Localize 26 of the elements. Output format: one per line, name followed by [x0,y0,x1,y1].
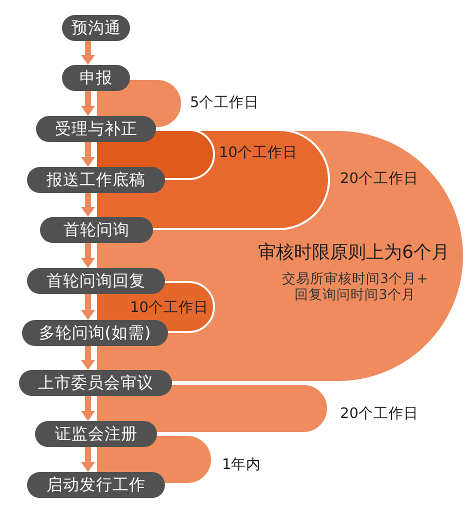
duration-label: 20个工作日 [340,406,418,424]
process-step: 申报 [62,65,130,91]
arrow [81,91,95,116]
process-step: 预沟通 [62,15,130,41]
duration-label: 20个工作日 [340,171,418,188]
arrow [81,447,95,472]
process-step: 报送工作底稿 [27,167,165,193]
arrow [81,243,95,268]
arrow [81,346,95,370]
arrow [81,142,95,167]
process-step: 多轮问询(如需) [22,320,168,346]
duration-label: 10个工作日 [219,145,298,162]
arrow [81,193,95,217]
duration-label: 1年内 [222,457,262,474]
process-step: 启动发行工作 [27,472,165,498]
process-step: 受理与补正 [36,116,156,142]
process-step: 上市委员会审议 [19,370,172,396]
arrow [81,41,95,65]
review-period-note: 交易所审核时间3个月+回复询问时间3个月 [281,271,429,304]
review-period-title: 审核时限原则上为6个月 [258,242,450,264]
process-step: 首轮问询 [40,217,153,243]
duration-label: 5个工作日 [190,95,260,112]
process-step: 首轮问询回复 [27,268,165,294]
process-step: 证监会注册 [35,421,157,447]
arrow [81,294,95,320]
arrow [81,396,95,421]
